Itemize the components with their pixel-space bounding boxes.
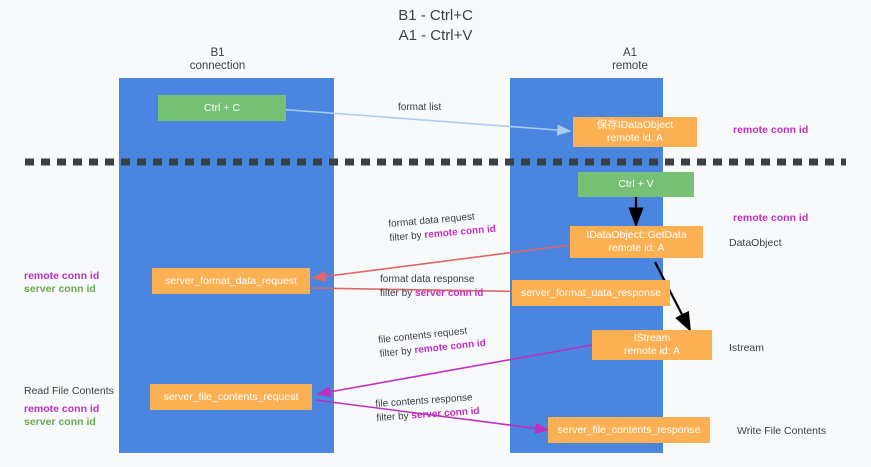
edge-label-key: server conn id — [411, 405, 480, 422]
note-left-remote-conn-id: remote conn id — [24, 270, 100, 282]
box-getdata[interactable]: IDataObject::GetData remote id: A — [570, 226, 703, 258]
box-ctrl-v[interactable]: Ctrl + V — [578, 172, 694, 197]
edge-label-prefix: filter by — [376, 410, 412, 424]
note-right-top-remote-conn-id: remote conn id — [733, 124, 809, 136]
box-istream[interactable]: IStream remote id: A — [592, 330, 712, 360]
note-left-bottom-remote-conn-id: remote conn id — [24, 403, 100, 415]
page-title: B1 - Ctrl+C A1 - Ctrl+V — [398, 7, 473, 44]
edge-label-format-data-request: format data request filter by remote con… — [388, 209, 497, 246]
column-header-b1: B1 connection — [189, 47, 246, 72]
edge-label-prefix: filter by — [380, 288, 416, 299]
note-right-dataobject: DataObject — [729, 237, 782, 249]
box-server-file-contents-response[interactable]: server_file_contents_response — [548, 417, 710, 443]
box-server-format-data-response[interactable]: server_format_data_response — [512, 280, 670, 306]
column-header-a1: A1 remote — [612, 47, 648, 72]
edge-label-key: server conn id — [415, 288, 484, 299]
edge-label-prefix: filter by — [379, 345, 416, 360]
edge-label-file-contents-request: file contents request filter by remote c… — [378, 323, 487, 362]
box-server-format-data-request[interactable]: server_format_data_request — [152, 268, 310, 294]
edge-label-format-data-response: format data response filter by server co… — [380, 273, 483, 301]
edge-label-file-contents-response: file contents response filter by server … — [375, 391, 480, 426]
note-left-read-file-contents: Read File Contents — [24, 385, 114, 397]
note-right-mid-remote-conn-id: remote conn id — [733, 212, 809, 224]
note-left-bottom-server-conn-id: server conn id — [24, 416, 96, 428]
edge-label-prefix: filter by — [389, 229, 425, 244]
box-ctrl-c[interactable]: Ctrl + C — [158, 95, 286, 121]
note-right-istream: Istream — [729, 342, 765, 354]
box-idataobject-remote[interactable]: 保存IDataObject remote id: A — [573, 117, 697, 147]
note-left-server-conn-id: server conn id — [24, 283, 96, 295]
box-server-file-contents-request[interactable]: server_file_contents_request — [150, 384, 312, 410]
edge-label-format-list: format list — [398, 102, 442, 113]
edge-label-line1: format data response — [380, 274, 475, 285]
note-right-write-file-contents: Write File Contents — [737, 425, 827, 437]
edge-label-line2: filter by server conn id — [380, 287, 483, 301]
